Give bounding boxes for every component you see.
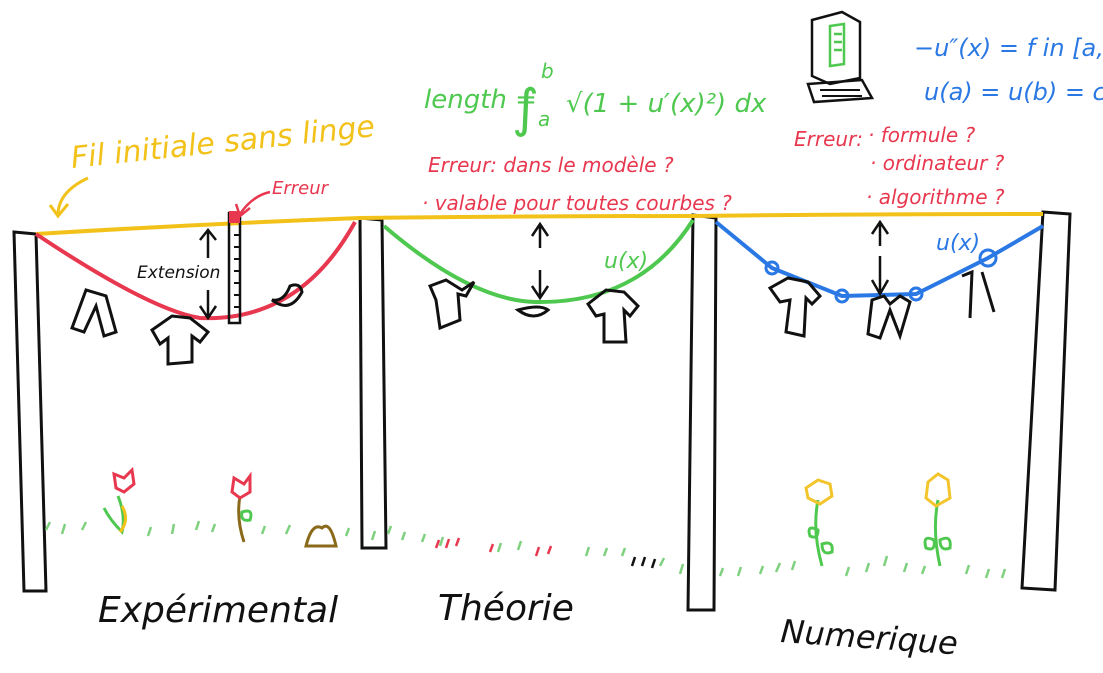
formula-lower-bound: a	[538, 107, 550, 131]
grass-red-theory	[436, 538, 551, 556]
numerical-error-header: Erreur:	[794, 127, 863, 151]
clothing-pants-2	[868, 296, 910, 338]
error-arrow	[236, 192, 270, 216]
post-mid-left	[360, 218, 386, 548]
clothing-shirt-2	[430, 280, 474, 328]
numerical-error-item-1: · formule ?	[868, 123, 976, 147]
clothing-sock-2	[518, 307, 548, 316]
extension-label: Extension	[137, 263, 220, 283]
grass-numerical	[720, 556, 1005, 578]
theory-curve-label: u(x)	[604, 249, 648, 274]
equation-2: u(a) = u(b) = c	[924, 78, 1103, 106]
theory-arrow-down	[532, 270, 548, 298]
grass-dark-theory	[632, 557, 655, 568]
equation-1: −u″(x) = f in [a,b]	[914, 34, 1103, 62]
grass-experimental	[46, 521, 375, 540]
extension-arrow-down	[200, 290, 216, 318]
numerical-curve-label: u(x)	[936, 231, 980, 256]
shrub-brown	[306, 526, 336, 546]
clothing-shirt-1	[152, 316, 208, 364]
formula-upper-bound: b	[541, 59, 554, 83]
flower-red-1	[104, 470, 134, 532]
flower-yellow-1	[806, 480, 832, 566]
numerical-arrow-down	[872, 256, 888, 294]
formula-integral: ∫	[512, 79, 539, 139]
theory-error-line-1: Erreur: dans le modèle ?	[428, 153, 674, 177]
panel-theory: length = ∫ b a √(1 + u′(x)²) dx Erreur: …	[384, 59, 767, 629]
numerical-error-item-2: · ordinateur ?	[870, 151, 1005, 175]
flower-red-2	[232, 476, 251, 542]
clothing-pants-1	[72, 290, 116, 336]
numerical-arrow-up	[872, 222, 888, 246]
panel-experimental: Fil initiale sans linge Erreur Extension	[36, 109, 377, 631]
post-mid-right	[688, 215, 716, 610]
post-right	[1022, 212, 1070, 590]
annotation-initial-line: Fil initiale sans linge	[69, 109, 376, 176]
caption-theory: Théorie	[438, 588, 574, 629]
extension-arrow-up	[200, 230, 216, 258]
clothing-pants-3	[962, 272, 994, 318]
annotation-arrow	[50, 178, 88, 216]
computer-icon	[808, 12, 872, 102]
error-label-experimental: Erreur	[272, 178, 330, 199]
caption-experimental: Expérimental	[98, 590, 338, 631]
flower-yellow-2	[925, 474, 950, 566]
formula-integrand: √(1 + u′(x)²) dx	[566, 89, 767, 119]
panel-numerical: −u″(x) = f in [a,b] u(a) = u(b) = c Erre…	[716, 12, 1103, 662]
numerical-error-item-3: · algorithme ?	[866, 185, 1005, 209]
theory-arrow-up	[532, 224, 548, 248]
theory-error-line-2: · valable pour toutes courbes ?	[422, 191, 732, 215]
post-left	[14, 232, 46, 591]
caption-numerical: Numerique	[779, 612, 959, 662]
clothing-shirt-3	[588, 290, 638, 342]
grass-theory	[388, 526, 683, 574]
clothing-shirt-4	[770, 278, 820, 336]
